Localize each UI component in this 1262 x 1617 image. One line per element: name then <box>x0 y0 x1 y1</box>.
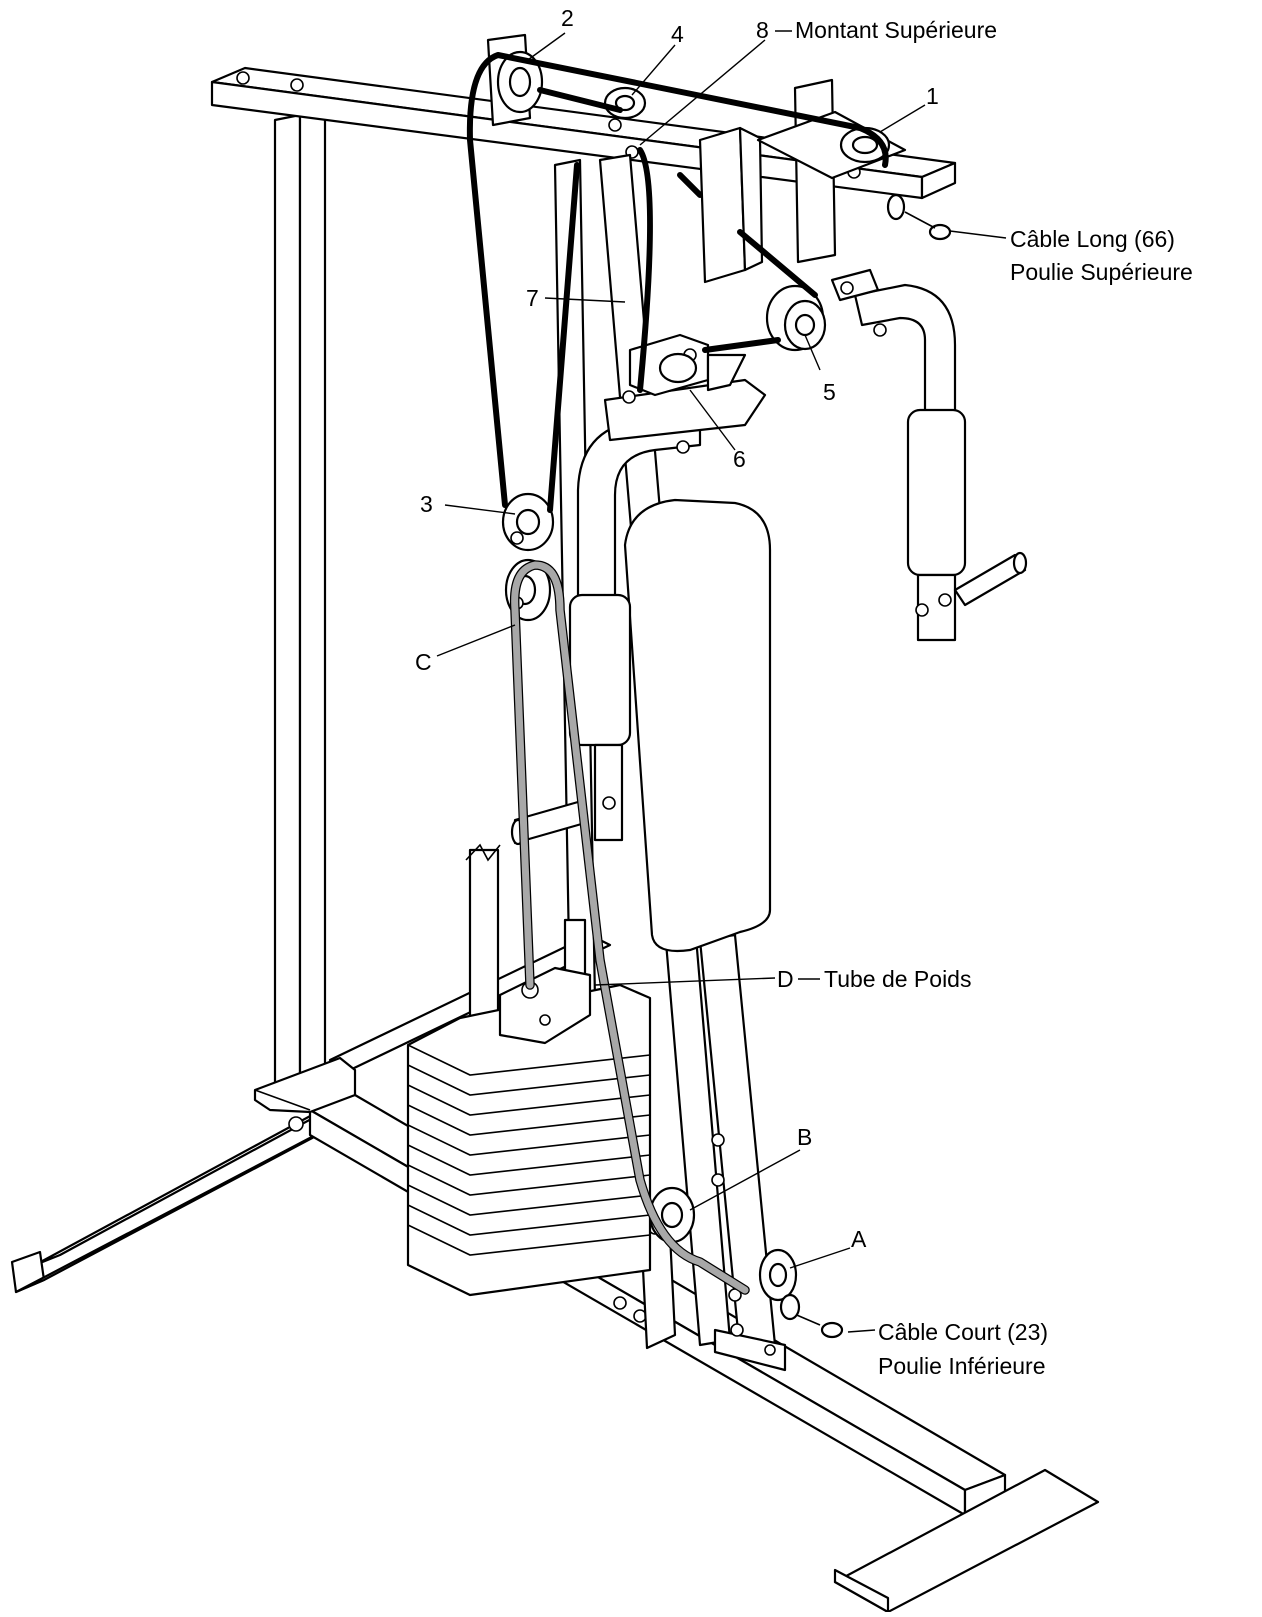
label-cable-court: Câble Court (23) <box>878 1319 1048 1345</box>
left-pec-arm <box>510 416 702 846</box>
pulley-3 <box>501 492 555 552</box>
weight-plate-line <box>407 1064 651 1096</box>
weight-plate-line <box>407 1204 651 1236</box>
label-b: B <box>797 1124 812 1150</box>
pulley-4 <box>603 86 647 120</box>
label-5: 5 <box>823 379 836 405</box>
label-d: D <box>777 966 794 992</box>
weight-plate-line <box>407 1224 651 1256</box>
labels: 1 2 3 4 5 6 7 8 Montant Supérieure Câble… <box>415 5 1193 1379</box>
back-pad <box>623 498 772 953</box>
label-c: C <box>415 649 432 675</box>
label-poulie-superieure: Poulie Supérieure <box>1010 259 1193 285</box>
short-cable <box>509 560 844 1339</box>
label-6: 6 <box>733 446 746 472</box>
label-poulie-inferieure: Poulie Inférieure <box>878 1353 1046 1379</box>
weight-stack <box>406 966 652 1297</box>
label-8: 8 <box>756 17 769 43</box>
label-tube-de-poids: Tube de Poids <box>824 966 971 992</box>
label-2: 2 <box>561 5 574 31</box>
pulley-5 <box>765 284 827 352</box>
leader-lines <box>436 30 1007 1333</box>
label-7: 7 <box>526 285 539 311</box>
weight-plate-line <box>407 1084 651 1116</box>
weight-plate-line <box>407 1164 651 1196</box>
weight-plate-line <box>407 1184 651 1216</box>
long-cable <box>466 52 952 513</box>
right-pec-arm <box>830 268 1028 642</box>
pulley-6 <box>658 352 698 384</box>
weight-plate-line <box>407 1124 651 1156</box>
weight-plate-line <box>407 1044 651 1076</box>
left-upright <box>253 108 357 1114</box>
weight-plate-line <box>407 1104 651 1136</box>
label-4: 4 <box>671 21 684 47</box>
pulley-2 <box>496 50 544 114</box>
pulley-a <box>758 1248 798 1302</box>
weight-plate-line <box>407 1144 651 1176</box>
label-a: A <box>851 1226 867 1252</box>
label-montant-superieure: Montant Supérieure <box>795 17 997 43</box>
label-3: 3 <box>420 491 433 517</box>
label-cable-long: Câble Long (66) <box>1010 226 1175 252</box>
label-1: 1 <box>926 83 939 109</box>
